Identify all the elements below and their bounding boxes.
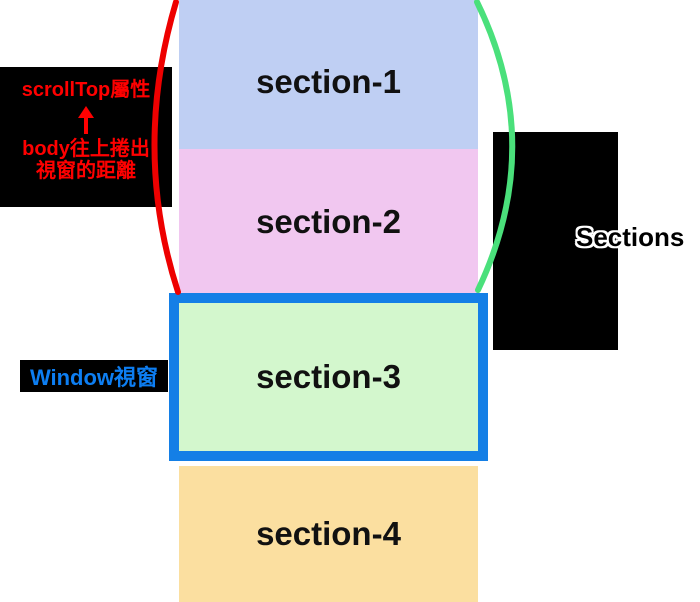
- scrolltop-annotation-box: scrollTop屬性 body往上捲出 視窗的距離: [0, 67, 172, 207]
- section-3-label: section-3: [256, 358, 401, 395]
- section-1-label: section-1: [256, 62, 401, 100]
- scrolltop-property-label: scrollTop屬性: [21, 79, 151, 101]
- section-1-block: section-1: [179, 0, 478, 149]
- sections-label: Sections: [576, 222, 685, 252]
- section-4-label: section-4: [256, 515, 401, 552]
- section-2-block: section-2: [179, 149, 478, 295]
- section-2-label: section-2: [256, 203, 401, 240]
- up-arrow-stem: [84, 118, 88, 134]
- window-viewport-box: section-3: [169, 293, 488, 461]
- up-arrow-head: [78, 106, 94, 118]
- window-label-box: Window視窗: [20, 360, 168, 392]
- window-label: Window視窗: [29, 365, 159, 390]
- section-3-block: section-3: [179, 303, 478, 451]
- scrolltop-desc-line1: body往上捲出: [22, 138, 150, 160]
- scrolltop-desc-line2: 視窗的距離: [36, 160, 136, 182]
- up-arrow-icon: [78, 106, 94, 134]
- section-4-block: section-4: [179, 466, 478, 602]
